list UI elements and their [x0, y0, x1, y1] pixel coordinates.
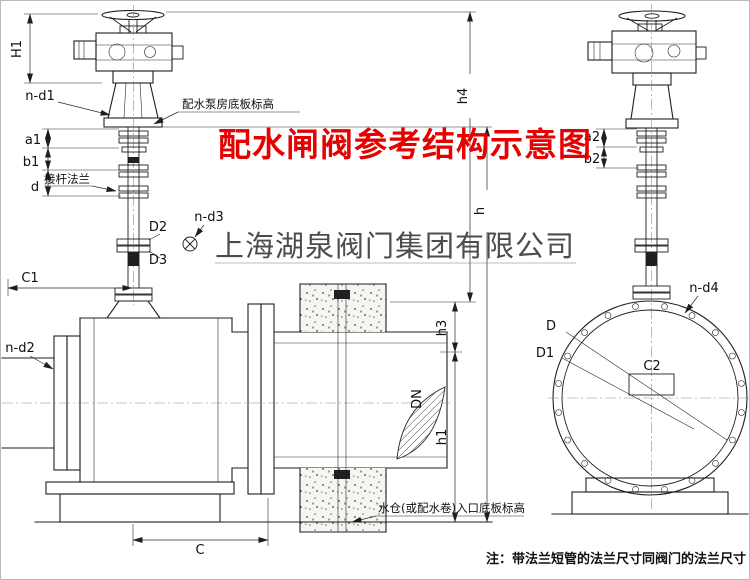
dim-label-D2: D2: [149, 220, 167, 235]
dim-label-h: h: [473, 207, 488, 215]
dim-label-h4: h4: [456, 88, 471, 105]
dim-label-h1: h1: [435, 429, 450, 446]
stem-flange-label: 接杆法兰: [44, 172, 90, 186]
bolt-spec-n-d3: n-d3: [194, 210, 223, 225]
dim-label-b2: b2: [584, 152, 601, 167]
dim-label-D3: D3: [149, 253, 167, 268]
bolt-spec-n-d2: n-d2: [5, 341, 34, 356]
flange-note: 注：带法兰短管的法兰尺寸同阀门的法兰尺寸: [486, 551, 746, 567]
bolt-spec-n-d4: n-d4: [689, 281, 718, 296]
dim-label-a2: a2: [584, 130, 600, 145]
dim-label-C2: C2: [643, 359, 660, 374]
bolt-holes: [555, 303, 745, 493]
dim-label-H1: H1: [10, 40, 25, 58]
left-view-actuator: [73, 9, 184, 128]
center-dimensions: h4 h: [166, 11, 495, 523]
inlet-floor-label: 水仓(或配水卷)入口底板标高: [378, 501, 525, 515]
wall-section: [299, 283, 446, 533]
right-view-dimensions: a2 b2 n-d4 D D1 C2: [536, 128, 719, 374]
dim-label-C: C: [195, 543, 204, 558]
left-view-valve-body: [1, 300, 452, 523]
dim-label-DN: DN: [410, 389, 425, 409]
dim-label-a1: a1: [25, 133, 41, 148]
left-view-dimensions: H1 n-d1 a1 b1 d 接杆法兰 配水泵房底板标高 D2 D3 n-d3: [5, 13, 525, 558]
stem-guide-symbol: [182, 236, 198, 252]
right-view-flange-face: [548, 300, 750, 515]
dim-label-D1: D1: [536, 346, 554, 361]
dim-label-d: d: [31, 180, 39, 195]
drawing-title: 配水闸阀参考结构示意图: [218, 125, 592, 164]
company-watermark: 上海湖泉阀门集团有限公司: [215, 229, 575, 263]
dim-label-h3: h3: [435, 320, 450, 337]
dim-label-D: D: [546, 319, 556, 334]
pump-floor-label: 配水泵房底板标高: [182, 97, 274, 111]
bolt-spec-n-d1: n-d1: [25, 89, 54, 104]
right-view-stem: [632, 4, 671, 510]
dim-label-b1: b1: [23, 155, 40, 170]
dim-label-C1: C1: [21, 271, 38, 286]
left-view-stem: [114, 5, 198, 305]
pipe-break-symbol: [396, 386, 446, 460]
right-view-actuator: [587, 10, 707, 129]
